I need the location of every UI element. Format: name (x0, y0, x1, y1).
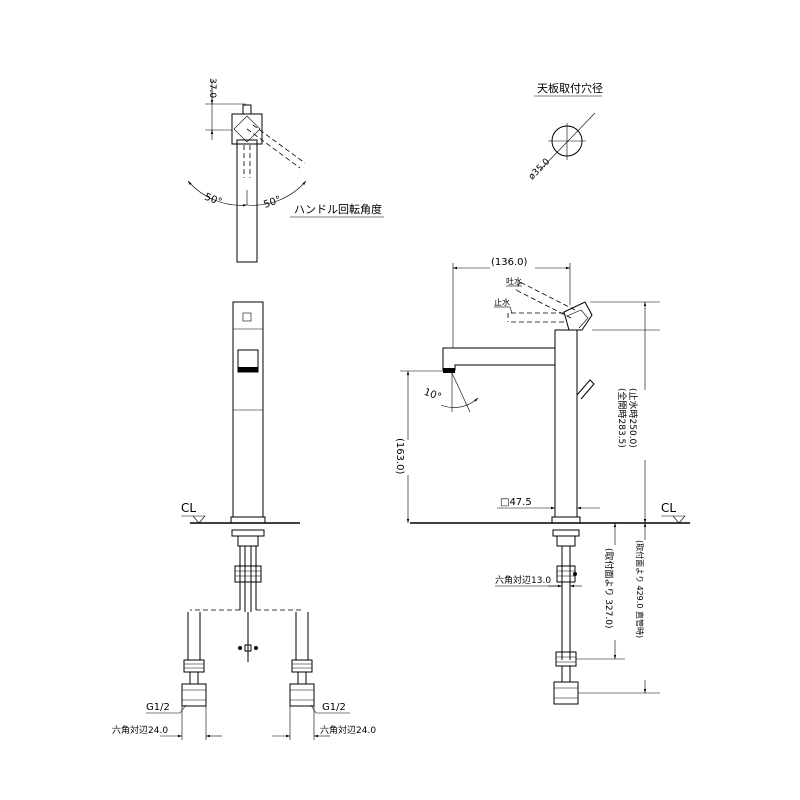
hole-view: 天板取付穴径 ø35.0 (527, 81, 603, 182)
angle-left-label: 50° (203, 192, 223, 208)
hex-left-label: 六角対辺24.0 (112, 724, 168, 736)
dim-37-label: 37.0 (207, 78, 217, 98)
dim-429-label: (取付面より 429.0 直管時) (635, 540, 645, 638)
dim-250-label: (止水時250.0) (627, 388, 639, 448)
front-view: CL (112, 301, 376, 740)
dim-square-label: □47.5 (500, 497, 532, 508)
dim-327-label: (取付面より 327.0) (603, 548, 614, 628)
side-view: (136.0) 吐水 止水 10° (163.0) □47.5 (全開時283.… (394, 257, 690, 705)
angle-right-label: 50° (262, 194, 282, 210)
dim-283-label: (全開時283.5) (616, 388, 628, 448)
stop-label: 止水 (494, 297, 510, 307)
hex-13-label: 六角対辺13.0 (495, 574, 551, 586)
rotation-caption: ハンドル回転角度 (294, 202, 382, 216)
angle-10-label: 10° (422, 387, 442, 403)
dim-163-label: (163.0) (394, 438, 405, 475)
g-left-label: G1/2 (146, 702, 170, 713)
front-cl-label: CL (181, 501, 196, 515)
supply-label: 吐水 (506, 276, 522, 286)
hole-dia-label: ø35.0 (527, 157, 552, 182)
hex-right-label: 六角対辺24.0 (320, 724, 376, 736)
side-cl-label: CL (661, 501, 676, 515)
g-right-label: G1/2 (322, 702, 346, 713)
top-view: 37.0 50° 50° ハンドル回転角度 (187, 78, 384, 263)
dim-136-label: (136.0) (491, 257, 528, 268)
hole-title: 天板取付穴径 (537, 81, 603, 95)
